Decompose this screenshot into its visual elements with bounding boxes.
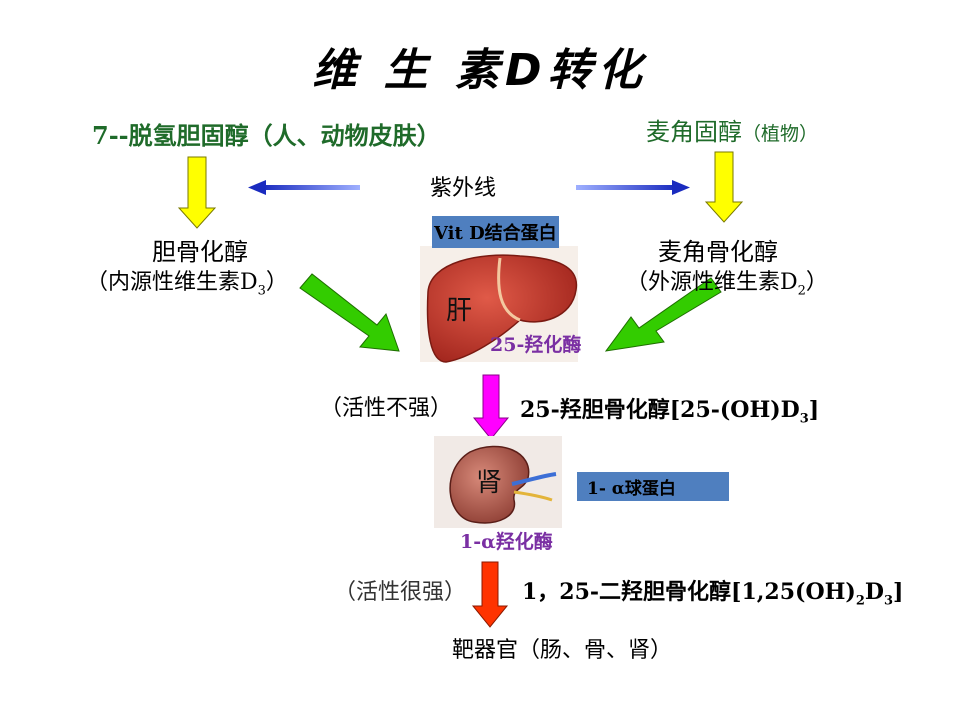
ergocalciferol-note-close: ） [805,270,828,295]
uv-label: 紫外线 [430,176,497,201]
green-arrow-right [604,277,722,352]
kidney-label: 肾 [476,468,503,498]
ergocalciferol-note-subscript: 2 [797,283,806,299]
liver-25-hydroxylase: 25-羟化酶 [490,334,582,356]
cholecalciferol-note-close: ） [265,270,288,295]
liver-illustration [420,246,578,363]
step2-activity: （活性很强） [334,580,467,605]
kidney-illustration [434,436,562,528]
source-ergosterol: 麦角固醇（植物） [646,112,818,147]
uv-arrow-right [576,180,690,195]
cholecalciferol-label: 胆骨化醇 [152,238,248,266]
target-organs: 靶器官（肠、骨、肾） [452,638,673,663]
liver-label: 肝 [446,296,473,326]
step2-product-mid: D [864,579,884,605]
cholecalciferol-note-subscript: 3 [257,283,266,299]
step1-product-text: 25-羟胆骨化醇[25-(OH)D [520,397,800,423]
ergocalciferol-note: （外源性维生素D2） [626,264,828,298]
page-title: 维 生 素D转化 [312,45,648,96]
yellow-arrow-right [704,151,744,223]
ergosterol-note: （植物） [742,123,819,145]
yellow-arrow-left [177,156,217,229]
red-arrow [471,561,509,628]
step2-product-subscript-1: 2 [855,593,865,609]
cholecalciferol-note-text: （内源性维生素D [86,270,258,295]
step1-product-subscript: 3 [799,411,809,427]
step2-product-close: ] [893,579,904,605]
magenta-arrow [472,374,510,440]
kidney-1a-hydroxylase: 1-α羟化酶 [460,531,553,553]
ergosterol-label: 麦角固醇 [646,118,742,146]
green-arrow-left [299,273,400,352]
source-7-dehydrocholesterol: 7--脱氢胆固醇（人、动物皮肤） [92,121,441,150]
step2-product-text: 1，25-二羟胆骨化醇[1,25(OH) [522,579,856,605]
uv-arrow-left [248,180,360,195]
vitd-binding-protein-box: Vit D结合蛋白 [432,216,559,248]
cholecalciferol-note: （内源性维生素D3） [86,264,288,298]
step1-product: 25-羟胆骨化醇[25-(OH)D3] [520,392,819,426]
ergocalciferol-label: 麦角骨化醇 [658,238,778,266]
step1-activity: （活性不强） [320,396,453,421]
step2-product-subscript-2: 3 [883,593,893,609]
alpha-globulin-box: 1- α球蛋白 [577,472,729,501]
step2-product: 1，25-二羟胆骨化醇[1,25(OH)2D3] [522,574,903,608]
ergocalciferol-note-text: （外源性维生素D [626,270,798,295]
step1-product-close: ] [808,397,820,423]
